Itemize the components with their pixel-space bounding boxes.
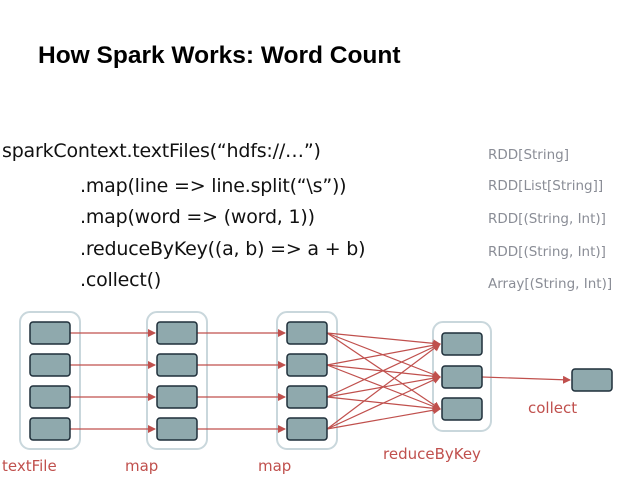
stage-label-reducebykey: reduceByKey <box>383 445 481 463</box>
slide-title: How Spark Works: Word Count <box>38 42 401 69</box>
flow-arrow <box>326 343 441 398</box>
code-line-2: .map(line => line.split(“\s”)) <box>80 175 347 197</box>
partition-box <box>156 385 198 409</box>
flow-arrow <box>326 376 441 430</box>
partition-box <box>156 417 198 441</box>
partition-box <box>29 321 71 345</box>
stage-label-map-2: map <box>258 457 291 475</box>
partition-box <box>286 385 328 409</box>
stage-label-textfile: textFile <box>2 457 57 475</box>
type-label-4: RDD[(String, Int)] <box>488 244 606 260</box>
collect-label: collect <box>528 399 577 417</box>
code-line-4: .reduceByKey((a, b) => a + b) <box>80 238 366 260</box>
flow-arrow <box>326 406 441 430</box>
code-line-5: .collect() <box>80 269 162 291</box>
partition-box <box>286 353 328 377</box>
partition-box <box>571 368 613 392</box>
code-line-3: .map(word => (word, 1)) <box>80 206 315 228</box>
partition-box <box>156 321 198 345</box>
partition-box <box>29 385 71 409</box>
partition-box <box>286 417 328 441</box>
type-label-5: Array[(String, Int)] <box>488 276 613 292</box>
partition-box <box>156 353 198 377</box>
flow-arrow <box>326 341 441 366</box>
type-label-3: RDD[(String, Int)] <box>488 211 606 227</box>
stage-label-map-1: map <box>125 457 158 475</box>
partition-box <box>286 321 328 345</box>
flow-arrow <box>326 332 441 348</box>
code-line-1: sparkContext.textFiles(“hdfs://…”) <box>2 140 321 162</box>
partition-box <box>441 365 483 389</box>
flow-arrow <box>326 343 441 430</box>
partition-box <box>441 397 483 421</box>
partition-box <box>441 332 483 356</box>
partition-box <box>29 417 71 441</box>
rdd-group-2 <box>146 311 208 450</box>
rdd-group-3 <box>276 311 338 450</box>
rdd-group-1 <box>19 311 81 450</box>
partition-box <box>29 353 71 377</box>
type-label-2: RDD[List[String]] <box>488 178 604 194</box>
flow-arrow <box>481 375 571 384</box>
type-label-1: RDD[String] <box>488 147 569 163</box>
